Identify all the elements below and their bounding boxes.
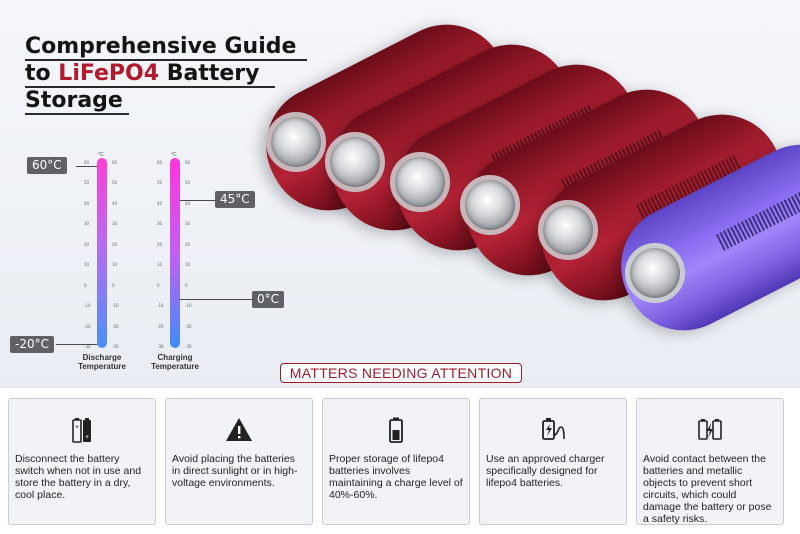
scale-tick-label: 40 <box>112 200 118 206</box>
scale-tick-label: -20 <box>112 323 119 329</box>
discharge-label: Discharge Temperature <box>67 353 137 371</box>
tip-text-5: Avoid contact between the batteries and … <box>643 453 772 525</box>
scale-tick-label: -20 <box>84 323 91 329</box>
leader-line <box>180 299 252 300</box>
scale-tick-label: 0 <box>84 282 87 288</box>
scale-tick-label: 30 <box>84 221 90 227</box>
scale-tick-label: -10 <box>84 303 91 309</box>
scale-tick-label: 0 <box>185 282 188 288</box>
scale-tick-label: -30 <box>157 344 164 349</box>
tip-card-2: Avoid placing the batteries in direct su… <box>165 398 313 525</box>
scale-tick-label: 60 <box>112 160 118 165</box>
scale-tick-label: -30 <box>84 344 91 349</box>
charging-label-line2: Temperature <box>151 362 199 371</box>
barcode <box>715 184 800 251</box>
scale-tick-label: -20 <box>157 323 164 329</box>
title-line-1: Comprehensive Guide <box>25 34 297 59</box>
section-heading: MATTERS NEEDING ATTENTION <box>280 363 522 383</box>
scale-tick-label: -10 <box>112 303 119 309</box>
discharge-min-tag: -20°C <box>10 336 54 353</box>
charging-label-line1: Charging <box>157 353 193 362</box>
tip-text-2: Avoid placing the batteries in direct su… <box>172 453 298 489</box>
scale-tick-label: 0 <box>112 282 115 288</box>
svg-text:+: + <box>85 434 89 441</box>
charger-icon <box>542 418 565 440</box>
scale-tick-label: 40 <box>185 200 191 206</box>
title-accent: LiFePO4 <box>58 61 160 86</box>
scale-tick-label: 30 <box>185 221 191 227</box>
title-line-2-prefix: to <box>25 61 59 86</box>
discharge-max-tag: 60°C <box>27 157 67 174</box>
scale-tick-label: 20 <box>157 241 163 247</box>
battery-terminal-6 <box>625 243 685 303</box>
scale-tick-label: 20 <box>185 241 191 247</box>
charging-thermometer <box>170 158 180 348</box>
scale-tick-label: 40 <box>157 200 163 206</box>
title-underline-2 <box>25 86 275 88</box>
charging-min-tag: 0°C <box>252 291 285 308</box>
scale-tick-label: 60 <box>157 160 163 165</box>
battery-switch-icon: + + <box>72 418 91 443</box>
scale-tick-label: -10 <box>185 303 192 309</box>
scale-tick-label: -20 <box>185 323 192 329</box>
scale-tick-label: 30 <box>157 221 163 227</box>
warning-icon <box>226 418 252 441</box>
battery-terminal-1 <box>266 112 326 172</box>
scale-tick-label: 10 <box>185 262 191 268</box>
tip-card-4: Use an approved charger specifically des… <box>479 398 627 525</box>
scale-tick-label: 20 <box>112 241 118 247</box>
title-line-2: to LiFePO4 Battery <box>25 60 296 87</box>
scale-tick-label: -10 <box>157 303 164 309</box>
battery-terminal-4 <box>460 175 520 235</box>
scale-tick-label: 50 <box>112 180 118 186</box>
tip-card-1: + + Disconnect the battery switch when n… <box>8 398 156 525</box>
tip-text-3: Proper storage of lifepo4 batteries invo… <box>329 453 463 501</box>
tip-text-4: Use an approved charger specifically des… <box>486 453 605 489</box>
scale-tick-label: 40 <box>84 200 90 206</box>
scale-tick-label: 50 <box>157 180 163 186</box>
leader-line <box>56 344 97 345</box>
battery-terminal-5 <box>538 200 598 260</box>
charging-max-tag: 45°C <box>215 191 255 208</box>
title-underline-3 <box>25 113 129 115</box>
tip-card-3: Proper storage of lifepo4 batteries invo… <box>322 398 470 525</box>
tip-text-1: Disconnect the battery switch when not i… <box>15 453 142 501</box>
scale-tick-label: 50 <box>84 180 90 186</box>
scale-tick-label: -30 <box>112 344 119 349</box>
battery-level-icon <box>389 417 403 443</box>
battery-terminal-2 <box>325 132 385 192</box>
scale-tick-label: 60 <box>185 160 191 165</box>
scale-tick-label: -30 <box>185 344 192 349</box>
scale-tick-label: 10 <box>157 262 163 268</box>
thermo-unit-charging: °C <box>171 152 177 158</box>
tip-card-5: Avoid contact between the batteries and … <box>636 398 784 525</box>
leader-line <box>180 200 215 201</box>
title-line-3: Storage <box>25 88 123 113</box>
scale-tick-label: 50 <box>185 180 191 186</box>
scale-tick-label: 20 <box>84 241 90 247</box>
thermo-unit-discharge: °C <box>98 152 104 158</box>
leader-line <box>76 166 97 167</box>
scale-tick-label: 60 <box>84 160 90 165</box>
title-underline-1 <box>25 59 307 61</box>
charging-label: Charging Temperature <box>140 353 210 371</box>
scale-tick-label: 10 <box>84 262 90 268</box>
discharge-label-line1: Discharge <box>82 353 122 362</box>
short-circuit-icon <box>698 419 722 440</box>
scale-tick-label: 30 <box>112 221 118 227</box>
scale-tick-label: 0 <box>157 282 160 288</box>
discharge-thermometer <box>97 158 107 348</box>
discharge-label-line2: Temperature <box>78 362 126 371</box>
page-title: Comprehensive Guide to LiFePO4 Battery S… <box>25 33 296 114</box>
scale-tick-label: 10 <box>112 262 118 268</box>
svg-text:+: + <box>75 424 79 431</box>
battery-terminal-3 <box>390 152 450 212</box>
title-line-2-suffix: Battery <box>159 61 260 86</box>
